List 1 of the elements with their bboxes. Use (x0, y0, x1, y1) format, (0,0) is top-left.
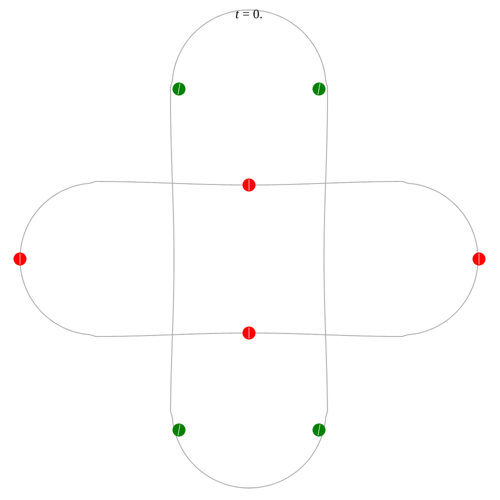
title: t = 0. (236, 10, 262, 18)
